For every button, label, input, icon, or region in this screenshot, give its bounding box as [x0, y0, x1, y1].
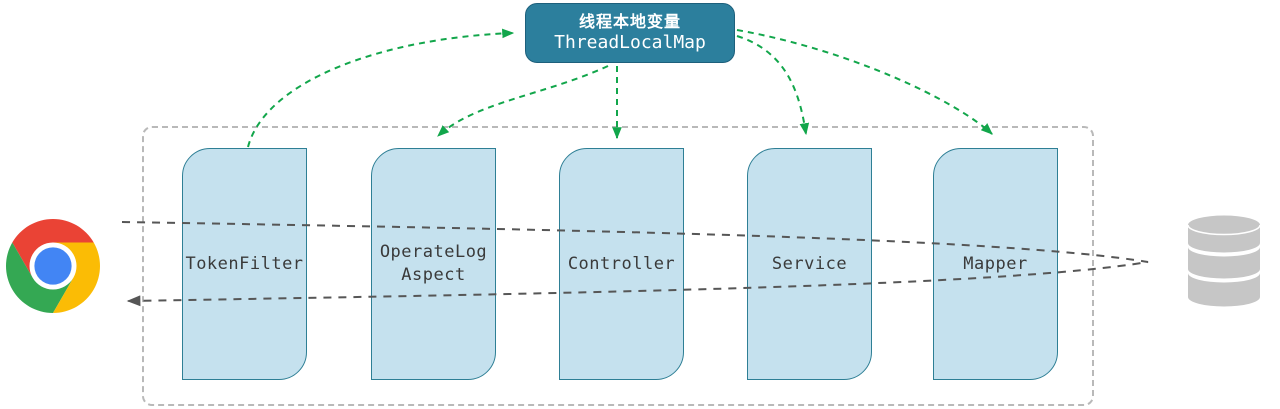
layer-box-operatelog-aspect: OperateLog Aspect — [371, 148, 496, 380]
layer-box-controller: Controller — [559, 148, 684, 380]
layer-box-service: Service — [747, 148, 872, 380]
layer-label: Service — [771, 253, 848, 274]
chrome-browser-icon — [6, 219, 100, 313]
database-icon — [1187, 215, 1261, 307]
threadlocalmap-title-zh: 线程本地变量 — [578, 11, 681, 31]
layer-box-mapper: Mapper — [933, 148, 1058, 380]
layer-label: OperateLog Aspect — [379, 242, 488, 285]
layer-label: TokenFilter — [185, 253, 304, 274]
threadlocalmap-title-en: ThreadLocalMap — [554, 31, 706, 53]
layer-box-tokenfilter: TokenFilter — [182, 148, 307, 380]
arrow-threadlocalmap-to-mapper — [736, 29, 993, 135]
threadlocalmap-box: 线程本地变量 ThreadLocalMap — [525, 3, 735, 63]
arrow-threadlocalmap-to-service — [736, 35, 810, 136]
layer-label: Mapper — [963, 253, 1028, 274]
layer-label: Controller — [567, 253, 676, 274]
